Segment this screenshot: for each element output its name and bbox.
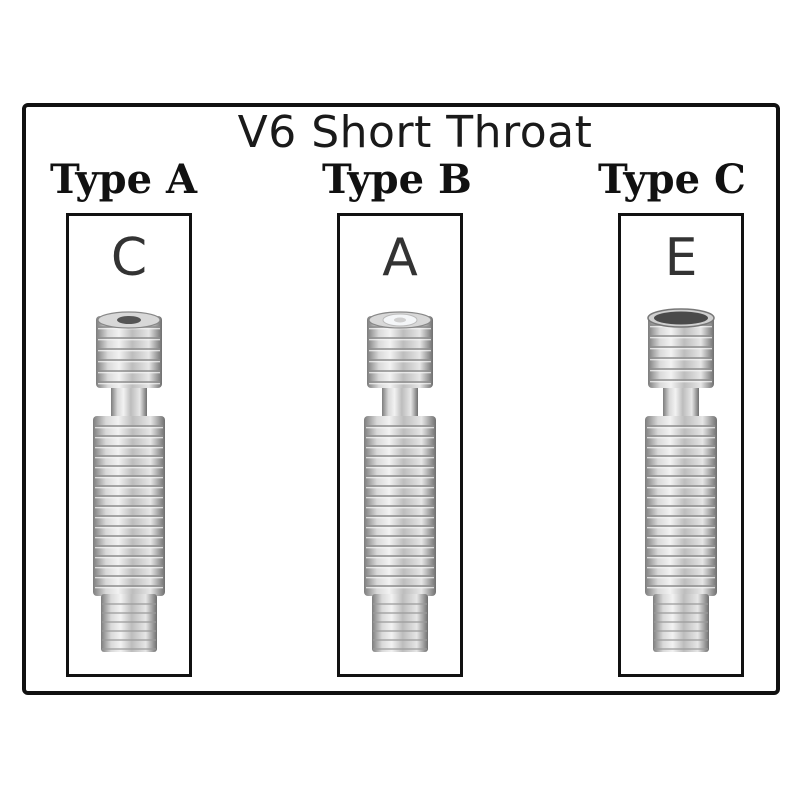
type-a-code: C — [110, 228, 148, 288]
lower-section — [372, 594, 428, 652]
page-title: V6 Short Throat — [237, 107, 593, 158]
type-c-label: Type C — [598, 156, 746, 203]
bore-opening — [647, 308, 715, 328]
type-a-label: Type A — [50, 156, 197, 203]
heatbreak-throat-image — [93, 311, 165, 652]
type-b-code: A — [382, 228, 418, 288]
type-b-label: Type B — [322, 156, 472, 203]
outer-frame — [22, 103, 780, 695]
type-c-card: E — [618, 213, 744, 677]
main-thread — [364, 416, 436, 596]
heatbreak-throat-image — [364, 311, 436, 652]
type-b-card: A — [337, 213, 463, 677]
bore-opening — [368, 311, 432, 329]
bore-opening — [97, 311, 161, 329]
main-thread — [93, 416, 165, 596]
main-thread — [645, 416, 717, 596]
heatbreak-throat-image — [645, 308, 717, 652]
lower-section — [101, 594, 157, 652]
type-a-card: C — [66, 213, 192, 677]
lower-section — [653, 594, 709, 652]
top-thread — [367, 316, 433, 388]
type-c-code: E — [664, 228, 698, 288]
top-thread — [96, 316, 162, 388]
